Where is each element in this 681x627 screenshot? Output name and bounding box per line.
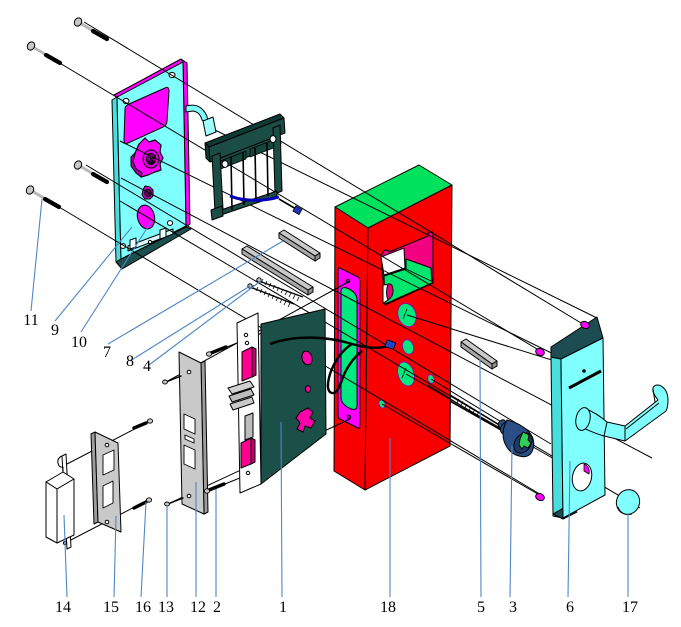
svg-text:6: 6 <box>566 599 574 616</box>
svg-text:8: 8 <box>126 353 134 370</box>
svg-text:14: 14 <box>55 599 71 616</box>
svg-text:12: 12 <box>190 599 206 616</box>
svg-text:18: 18 <box>380 599 396 616</box>
svg-text:4: 4 <box>143 358 151 375</box>
svg-text:13: 13 <box>158 599 174 616</box>
svg-text:1: 1 <box>279 599 287 616</box>
svg-text:11: 11 <box>23 312 38 329</box>
svg-text:7: 7 <box>103 344 111 361</box>
svg-text:5: 5 <box>477 599 485 616</box>
svg-text:3: 3 <box>509 599 517 616</box>
svg-text:9: 9 <box>51 322 59 339</box>
svg-text:17: 17 <box>622 599 638 616</box>
svg-text:10: 10 <box>71 334 87 351</box>
svg-text:2: 2 <box>213 599 221 616</box>
svg-text:15: 15 <box>103 599 119 616</box>
svg-text:16: 16 <box>135 599 151 616</box>
